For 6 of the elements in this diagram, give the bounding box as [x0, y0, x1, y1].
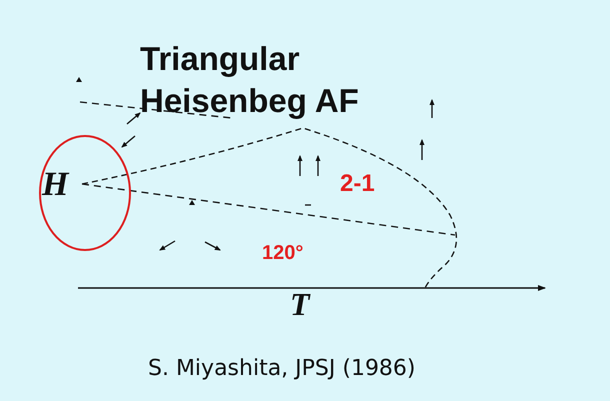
phase-label: 2-1: [340, 170, 375, 198]
title: Triangular Heisenbeg AF: [140, 39, 360, 121]
axis-label: T: [290, 286, 310, 323]
phase-label: 120°: [262, 242, 304, 265]
axis-label: H: [42, 166, 68, 204]
caption: S. Miyashita, JPSJ (1986): [148, 356, 416, 381]
